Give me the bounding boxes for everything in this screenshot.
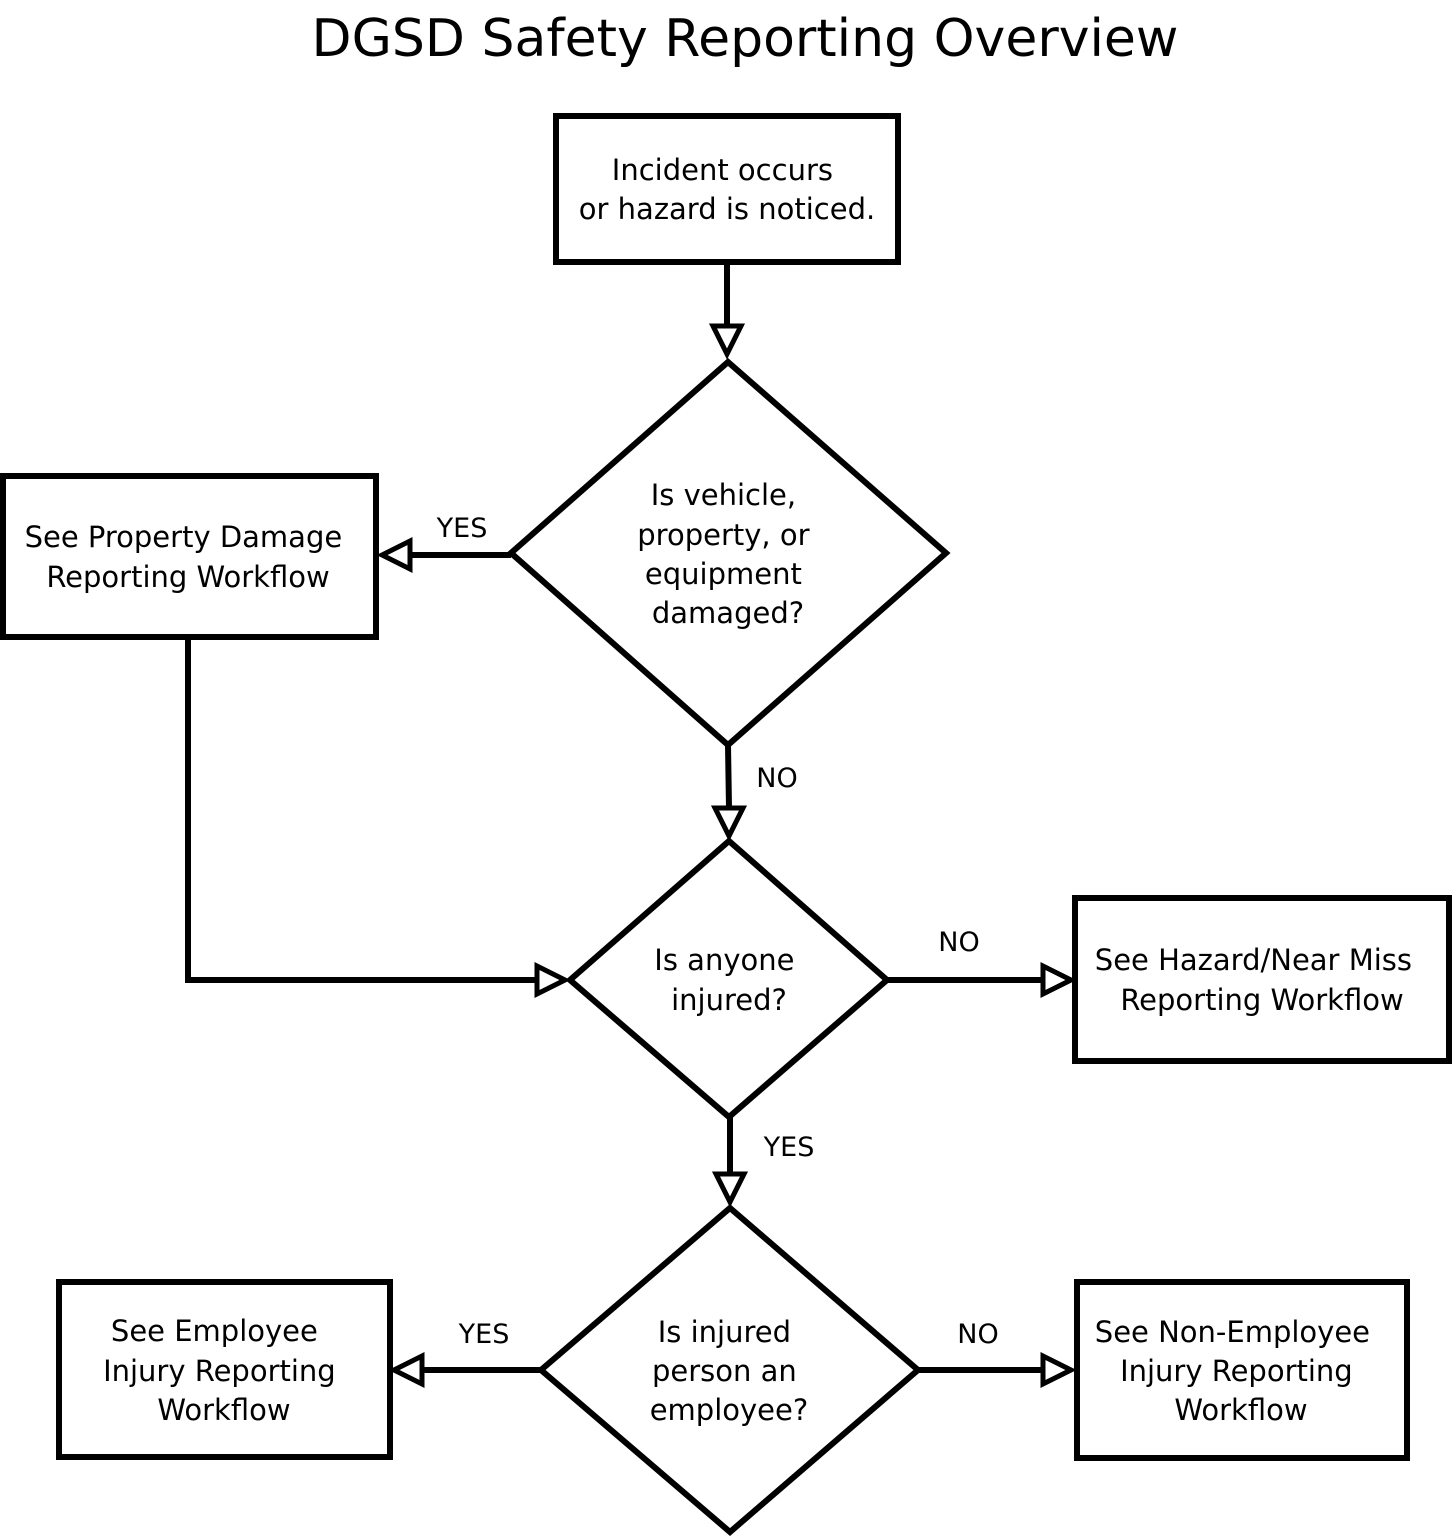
node-employee-injury-box xyxy=(56,1279,393,1460)
node-non-employee-injury-line: Workflow xyxy=(1174,1393,1307,1427)
node-property-damage-text: See Property Damage Reporting Workflow xyxy=(25,520,352,594)
node-employee-injury: See Employee Injury Reporting Workflow xyxy=(56,1279,393,1460)
node-non-employee-injury-line: Injury Reporting xyxy=(1120,1354,1353,1388)
decision-damage-line: Is vehicle, xyxy=(651,478,796,512)
node-non-employee-injury-line: See Non-Employee xyxy=(1095,1315,1370,1349)
node-non-employee-injury-box xyxy=(1074,1279,1410,1461)
decision-employee-line: employee? xyxy=(650,1393,809,1427)
node-employee-injury-line: Injury Reporting xyxy=(103,1354,336,1388)
edge-label-injured-yes: YES xyxy=(763,1132,815,1163)
decision-damage-line: property, or xyxy=(637,518,809,552)
node-hazard-near-miss-box xyxy=(1072,895,1452,1064)
decision-injured-text: Is anyone injured? xyxy=(654,943,803,1017)
node-property-damage: See Property Damage Reporting Workflow xyxy=(0,473,379,640)
node-property-damage-line: Reporting Workflow xyxy=(46,560,329,594)
node-non-employee-injury-text: See Non-Employee Injury Reporting Workfl… xyxy=(1095,1315,1379,1427)
edge-label-damage-yes: YES xyxy=(436,513,488,544)
arrowhead-q-damage xyxy=(708,323,746,360)
diagram-title: DGSD Safety Reporting Overview xyxy=(312,9,1179,69)
node-employee-injury-text: See Employee Injury Reporting Workflow xyxy=(103,1314,345,1427)
decision-damage: Is vehicle, property, or equipment damag… xyxy=(506,358,951,750)
node-start-line: Incident occurs xyxy=(612,153,833,187)
arrowhead-q-employee xyxy=(711,1171,749,1208)
arrowhead-q-injured-left xyxy=(534,961,571,999)
decision-employee-text: Is injured person an employee? xyxy=(650,1315,809,1427)
node-start-text: Incident occurs or hazard is noticed. xyxy=(579,153,875,226)
edge-label-damage-no: NO xyxy=(756,763,797,794)
node-hazard-near-miss-text: See Hazard/Near Miss Reporting Workflow xyxy=(1095,943,1421,1017)
node-start: Incident occurs or hazard is noticed. xyxy=(553,113,901,265)
node-non-employee-injury: See Non-Employee Injury Reporting Workfl… xyxy=(1074,1279,1410,1461)
edge-label-employee-yes: YES xyxy=(458,1319,510,1350)
decision-employee-line: Is injured xyxy=(658,1315,791,1349)
node-hazard-near-miss-line: See Hazard/Near Miss xyxy=(1095,943,1412,977)
decision-injured-line: injured? xyxy=(671,983,787,1017)
decision-damage-diamond xyxy=(506,358,951,750)
edge-label-injured-no: NO xyxy=(938,927,979,958)
decision-injured-diamond xyxy=(565,837,892,1121)
arrowhead-employee-injury xyxy=(388,1351,425,1389)
decision-injured: Is anyone injured? xyxy=(565,837,892,1121)
connector-property-to-q-injured xyxy=(185,637,537,983)
edge-label-employee-no: NO xyxy=(957,1319,998,1350)
arrowhead-hazard xyxy=(1040,961,1077,999)
arrowhead-property-damage xyxy=(376,536,413,574)
decision-damage-line: equipment xyxy=(645,557,802,591)
node-employee-injury-line: See Employee xyxy=(111,1314,318,1348)
node-property-damage-line: See Property Damage xyxy=(25,520,343,554)
decision-employee-line: person an xyxy=(652,1354,797,1388)
decision-employee-diamond xyxy=(536,1204,923,1536)
node-employee-injury-line: Workflow xyxy=(157,1393,290,1427)
decision-injured-line: Is anyone xyxy=(654,943,794,977)
node-start-box xyxy=(553,113,901,265)
connector-q-damage-to-q-injured xyxy=(725,744,732,809)
node-property-damage-box xyxy=(0,473,379,640)
arrowhead-q-injured-top xyxy=(710,805,748,842)
decision-damage-text: Is vehicle, property, or equipment damag… xyxy=(637,478,818,630)
arrowhead-non-employee-injury xyxy=(1040,1351,1077,1389)
node-hazard-near-miss-line: Reporting Workflow xyxy=(1120,983,1403,1017)
decision-employee: Is injured person an employee? xyxy=(536,1204,923,1536)
decision-damage-line: damaged? xyxy=(652,596,804,630)
node-hazard-near-miss: See Hazard/Near Miss Reporting Workflow xyxy=(1072,895,1452,1064)
node-start-line: or hazard is noticed. xyxy=(579,192,875,226)
